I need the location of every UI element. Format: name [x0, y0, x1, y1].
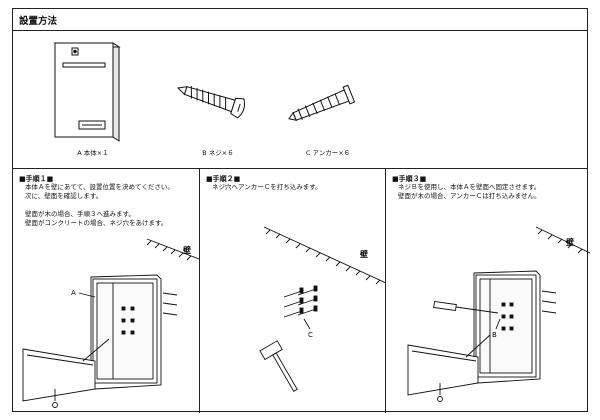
step-2-heading: ■手順２■: [206, 175, 241, 183]
step-1-text: 本体Ａを壁にあてて、設置位置を決めてください。 次に、壁面を確認します。 壁面が…: [25, 183, 174, 227]
step-1-callout-a: A: [71, 289, 76, 297]
part-a: A 本体×１: [33, 31, 153, 169]
part-c-label: C アンカー×６: [305, 149, 351, 157]
part-c: C アンカー×６: [278, 31, 378, 169]
mailbox-body-illustration: [53, 42, 121, 142]
step-1-illustration: 壁 A: [22, 238, 199, 408]
step-3-text: ネジＢを使用し、本体Ａを壁面へ固定させます。 壁面が木の場合、アンカーＣは打ち込…: [398, 183, 541, 200]
step-2-callout-c: C: [308, 331, 313, 339]
step-2-text: ネジ穴へアンカーＣを打ち込みます。: [212, 183, 322, 191]
step-1-heading: ■手順１■: [19, 175, 54, 183]
anchor-illustration: [288, 84, 356, 121]
step-3-wall-label: 壁: [566, 237, 574, 247]
screw-illustration: [176, 86, 246, 119]
parts-row: A 本体×１: [13, 31, 587, 169]
part-a-label: A 本体×１: [77, 149, 109, 157]
step-2: ■手順２■ ネジ穴へアンカーＣを打ち込みます。: [199, 169, 386, 413]
step-1-wall-label: 壁: [183, 245, 191, 255]
steps-row: ■手順１■ 本体Ａを壁にあてて、設置位置を決めてください。 次に、壁面を確認しま…: [13, 169, 590, 413]
part-b: B ネジ×６: [168, 31, 268, 169]
step-3-callout-b: B: [492, 331, 497, 339]
step-2-illustration: 壁 C: [259, 226, 386, 392]
step-3: ■手順３■ ネジＢを使用し、本体Ａを壁面へ固定させます。 壁面が木の場合、アンカ…: [385, 169, 590, 413]
instruction-sheet: 設置方法: [12, 8, 590, 413]
page-title: 設置方法: [19, 16, 58, 27]
step-1: ■手順１■ 本体Ａを壁にあてて、設置位置を決めてください。 次に、壁面を確認しま…: [13, 169, 199, 413]
title-bar: 設置方法: [13, 9, 587, 31]
part-b-label: B ネジ×６: [202, 149, 234, 157]
step-3-illustration: 壁 B: [407, 226, 590, 402]
step-2-wall-label: 壁: [360, 249, 368, 259]
step-3-heading: ■手順３■: [392, 175, 427, 183]
